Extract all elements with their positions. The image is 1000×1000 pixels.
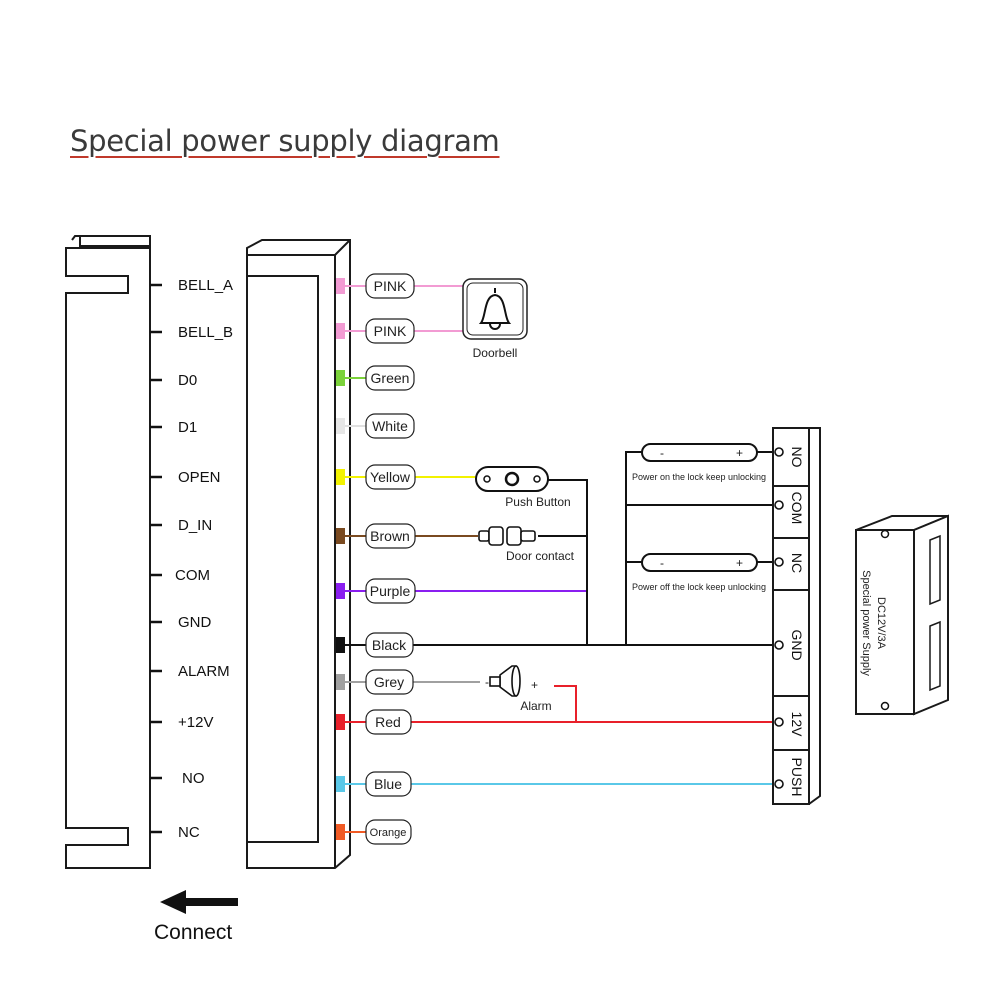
wire-runs	[411, 285, 773, 785]
lock-nc: - + Power off the lock keep unlocking	[632, 553, 766, 592]
pin-block	[336, 824, 345, 840]
page-title: Special power supply diagram	[70, 124, 500, 158]
pin-label: GND	[178, 614, 212, 631]
wire-label: Red	[375, 714, 401, 730]
arrow-left-icon	[160, 890, 238, 914]
bell-icon	[478, 288, 512, 330]
wire-label: White	[372, 418, 408, 434]
pin-label: D_IN	[178, 517, 212, 534]
terminal-label: 12V	[789, 712, 805, 738]
wire-label: PINK	[374, 278, 407, 294]
pin-block	[336, 323, 345, 339]
pin-block	[336, 528, 345, 544]
wire-label-texts: PINK PINK Green White Yellow Brown Purpl…	[370, 278, 411, 839]
terminal-block	[772, 427, 821, 805]
terminal-labels: NO COM NC GND 12V PUSH	[789, 447, 805, 797]
door-contact-label: Door contact	[506, 549, 575, 563]
alarm-label: Alarm	[520, 699, 551, 713]
terminal-label: NO	[789, 447, 805, 468]
connect-label: Connect	[154, 921, 232, 944]
pin-block	[336, 674, 345, 690]
power-supply-unit	[855, 514, 949, 716]
pin-block	[336, 418, 345, 434]
pin-label: ALARM	[178, 663, 230, 680]
alarm-plus: +	[531, 678, 538, 692]
pin-label: BELL_A	[178, 277, 233, 294]
pin-block	[336, 583, 345, 599]
psu-name: Special power Supply	[860, 570, 872, 676]
lock-no: - + Power on the lock keep unlocking	[632, 443, 766, 482]
controller-pin-labels: BELL_A BELL_B D0 D1 OPEN D_IN COM GND AL…	[175, 277, 233, 841]
terminal-label: PUSH	[789, 758, 805, 797]
wire-connector	[246, 239, 351, 869]
wire-label: Brown	[370, 528, 410, 544]
pin-label: NO	[182, 770, 205, 787]
pin-label: D1	[178, 419, 197, 436]
red-wire-alarm	[554, 685, 577, 722]
wire-label: Orange	[370, 827, 407, 839]
alarm-minus: -	[485, 675, 489, 689]
wire-label: Yellow	[370, 469, 411, 485]
pin-block	[336, 370, 345, 386]
lock-minus: -	[660, 556, 664, 570]
push-button-label: Push Button	[505, 495, 570, 509]
terminal-screws	[774, 447, 784, 789]
wire-label: Black	[372, 637, 407, 653]
lock-note-no: Power on the lock keep unlocking	[632, 472, 766, 482]
wire-label: Green	[371, 370, 410, 386]
push-button-device: Push Button	[475, 466, 571, 509]
wire-label: Blue	[374, 776, 402, 792]
psu-screws	[880, 529, 890, 711]
wire-label: Purple	[370, 583, 411, 599]
doorbell-device: Doorbell	[462, 278, 528, 360]
lock-plus: +	[736, 556, 743, 570]
doorbell-label: Doorbell	[473, 346, 518, 360]
door-contact-device	[478, 526, 536, 546]
wire-label: Grey	[374, 674, 404, 690]
pin-label: OPEN	[178, 469, 221, 486]
pin-block	[336, 278, 345, 294]
lock-minus: -	[660, 446, 664, 460]
terminal-label: NC	[789, 553, 805, 573]
controller-pin-ticks	[150, 283, 162, 834]
wire-stubs	[345, 285, 366, 833]
pin-label: COM	[175, 567, 210, 584]
lock-note-nc: Power off the lock keep unlocking	[632, 582, 766, 592]
pin-block	[336, 714, 345, 730]
wire-label: PINK	[374, 323, 407, 339]
siren-icon	[489, 665, 521, 697]
pin-block	[336, 469, 345, 485]
controller-housing	[65, 235, 151, 869]
terminal-label: COM	[789, 492, 805, 525]
pin-block	[336, 776, 345, 792]
wire-labels	[365, 273, 416, 845]
pin-label: NC	[178, 824, 200, 841]
pin-label: D0	[178, 372, 197, 389]
terminal-label: GND	[789, 629, 805, 660]
wire-pin-blocks	[336, 278, 345, 840]
lock-plus: +	[736, 446, 743, 460]
pin-label: BELL_B	[178, 324, 233, 341]
pin-label: +12V	[178, 714, 213, 731]
pin-block	[336, 637, 345, 653]
psu-rating: DC12V/3A	[875, 597, 887, 650]
black-wiring	[538, 451, 773, 645]
